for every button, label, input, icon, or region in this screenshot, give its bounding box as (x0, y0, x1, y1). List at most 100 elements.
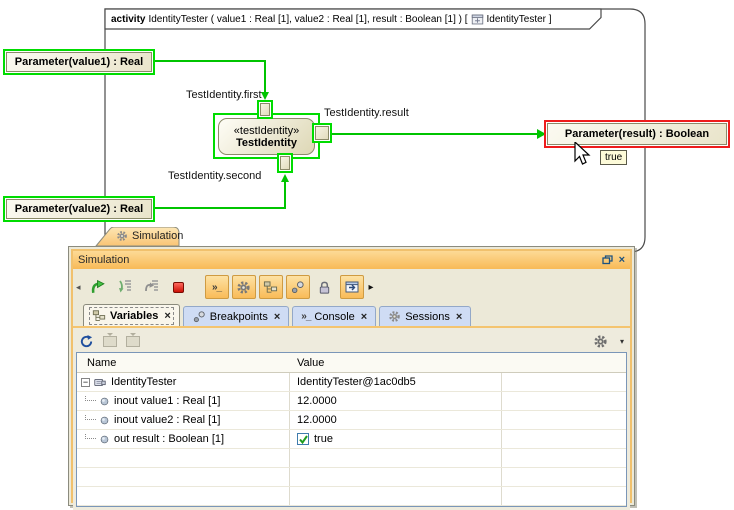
toolbar-grip-icon[interactable]: ◂ (76, 281, 81, 292)
simulation-toolbar: ◂ »_ (73, 269, 630, 305)
row-value: true (314, 433, 333, 445)
pin-result-label: TestIdentity.result (324, 107, 409, 119)
mouse-cursor (574, 142, 591, 165)
variables-tree-icon (263, 280, 278, 295)
column-header-value[interactable]: Value (297, 356, 325, 369)
parameter-result-label: Parameter(result) : Boolean (547, 123, 727, 145)
panel-tabrow: Variables × Breakpoints × »_ Console (73, 304, 630, 328)
gear-icon (388, 310, 401, 323)
settings-caret-icon[interactable]: ▾ (619, 336, 624, 346)
gear-icon (236, 280, 251, 295)
object-flow-value2 (155, 182, 286, 209)
table-row[interactable]: out result : Boolean [1] true (77, 430, 626, 449)
diagram-icon (471, 13, 484, 26)
variables-table: Name Value − IdentityTester IdentityTest… (76, 352, 627, 507)
frame-diagram-name: IdentityTester ] (486, 14, 552, 25)
close-icon[interactable]: × (618, 254, 625, 266)
pin-second[interactable] (277, 153, 293, 173)
animation-toggle-button[interactable] (231, 275, 256, 299)
breakpoints-icon (192, 310, 206, 324)
check-icon (298, 434, 308, 444)
variables-tree-icon (92, 309, 106, 323)
pin-result[interactable] (312, 123, 332, 143)
float-window-icon[interactable] (601, 255, 613, 265)
variables-panel: ▾ Name Value − IdentityTester (73, 328, 630, 510)
step-into-icon (117, 279, 133, 295)
empty-row (77, 468, 626, 487)
pin-first[interactable] (257, 100, 273, 119)
pin-second-label: TestIdentity.second (168, 170, 262, 182)
pin-value-icon (99, 396, 110, 407)
tab-label: Console (314, 310, 355, 323)
tab-close-icon[interactable]: × (273, 310, 281, 323)
table-row[interactable]: − IdentityTester IdentityTester@1ac0db5 (77, 373, 626, 392)
activity-parameter-value1[interactable]: Parameter(value1) : Real (3, 49, 155, 75)
collapse-expander-icon[interactable]: − (81, 376, 90, 387)
arrowhead-down (261, 92, 269, 100)
node-stereotype: «testIdentity» (233, 124, 300, 137)
disabled-tool-icon-1 (103, 332, 117, 347)
value-tooltip: true (600, 150, 628, 165)
tab-label: Variables (110, 309, 159, 322)
tab-close-icon[interactable]: × (455, 310, 463, 323)
row-name: out result : Boolean [1] (114, 433, 225, 445)
pin-first-label: TestIdentity.first (186, 89, 262, 101)
variables-toolbar: ▾ (76, 330, 627, 352)
table-row[interactable]: inout value2 : Real [1] 12.0000 (77, 411, 626, 430)
simulation-window-tab-shape[interactable] (94, 227, 182, 247)
console-icon: »_ (301, 311, 311, 322)
tab-sessions[interactable]: Sessions × (379, 306, 472, 326)
row-name: inout value2 : Real [1] (114, 414, 221, 426)
arrowhead-up (281, 174, 289, 182)
tab-close-icon[interactable]: × (360, 310, 368, 323)
activity-parameter-value2[interactable]: Parameter(value2) : Real (3, 196, 155, 222)
refresh-icon[interactable] (79, 334, 94, 349)
open-in-new-window-button[interactable] (339, 275, 364, 299)
node-name: TestIdentity (236, 136, 297, 149)
empty-row (77, 487, 626, 506)
tab-variables[interactable]: Variables × (83, 304, 180, 326)
variables-toggle-button[interactable] (258, 275, 283, 299)
detach-window-icon (344, 279, 360, 295)
resume-icon (89, 279, 106, 296)
frame-keyword: activity (111, 14, 146, 25)
testidentity-action[interactable]: «testIdentity» TestIdentity (218, 118, 315, 155)
breakpoints-toggle-button[interactable] (285, 275, 310, 299)
step-into-button[interactable] (113, 275, 137, 299)
lock-button[interactable] (313, 275, 337, 299)
disabled-tool-icon-2 (126, 332, 140, 347)
tab-close-icon[interactable]: × (164, 309, 171, 322)
arrowhead-right (537, 129, 546, 139)
simulation-titlebar[interactable]: Simulation × (73, 251, 630, 269)
lock-icon (317, 280, 332, 295)
checkbox-checked[interactable] (297, 433, 309, 445)
settings-gear-icon[interactable] (593, 334, 608, 349)
column-header-name[interactable]: Name (87, 356, 117, 369)
parameter-value2-label: Parameter(value2) : Real (6, 199, 152, 219)
tab-breakpoints[interactable]: Breakpoints × (182, 306, 290, 326)
table-row[interactable]: inout value1 : Real [1] 12.0000 (77, 392, 626, 411)
step-over-button[interactable] (140, 275, 164, 299)
console-toggle-button[interactable]: »_ (204, 275, 229, 299)
simulation-window-tab[interactable]: Simulation (116, 230, 183, 242)
tree-line (85, 433, 96, 439)
resume-button[interactable] (86, 275, 110, 299)
row-value: 12.0000 (297, 395, 337, 407)
row-value: 12.0000 (297, 414, 337, 426)
tab-console[interactable]: »_ Console × (292, 306, 377, 326)
activity-parameter-result[interactable]: Parameter(result) : Boolean (544, 120, 730, 148)
empty-row (77, 449, 626, 468)
toolbar-overflow-icon[interactable]: ▸ (368, 281, 374, 293)
stop-icon (173, 281, 185, 293)
tab-label: Sessions (405, 310, 450, 323)
instance-icon (93, 375, 107, 389)
terminate-button[interactable] (167, 275, 191, 299)
breakpoints-icon (290, 280, 305, 295)
pin-value-icon (99, 415, 110, 426)
row-name: IdentityTester (111, 376, 177, 388)
panel-title: Simulation (78, 254, 130, 266)
pin-value-icon (99, 434, 110, 445)
object-flow-value1 (155, 60, 266, 92)
